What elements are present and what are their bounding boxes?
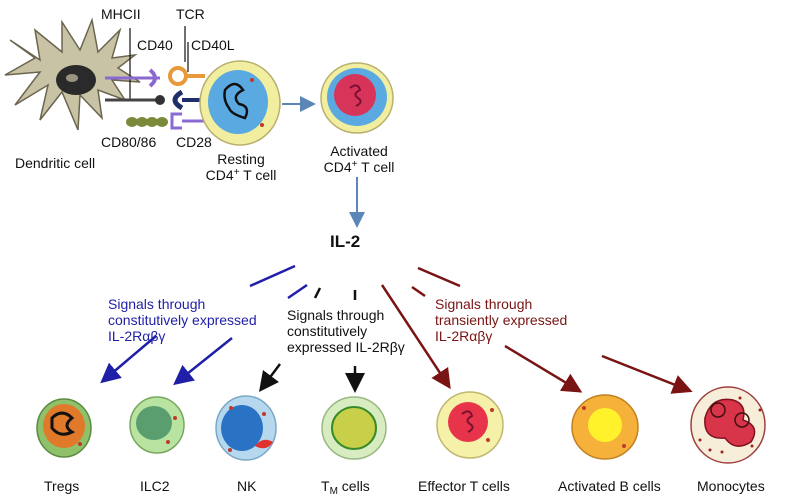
- activated-t-cell-shape: [320, 62, 394, 134]
- blue-signal-text: Signals through constitutively expressed…: [108, 296, 257, 344]
- monocytes-label: Monocytes: [697, 478, 765, 494]
- red-dash-1: [411, 285, 426, 298]
- arrow-to-tregs: [100, 335, 157, 384]
- activated-b-cells-label: Activated B cells: [558, 478, 661, 494]
- ilc2-label: ILC2: [140, 478, 170, 494]
- nk-cell-shape: [215, 395, 277, 461]
- red-dash-2: [417, 266, 461, 288]
- il2-label: IL-2: [330, 232, 361, 251]
- activated-b-cell-shape: [571, 394, 639, 460]
- black-signal-text: Signals through constitutively expressed…: [287, 307, 405, 355]
- red-signal-text: Signals through transiently expressed IL…: [435, 296, 568, 344]
- blue-dash-1: [249, 264, 296, 288]
- black-dash-1: [313, 287, 322, 299]
- cd80-86-label: CD80/86: [101, 134, 157, 150]
- arrow-to-effector: [380, 284, 451, 390]
- cd40l-label: CD40L: [191, 37, 235, 53]
- cd28-label: CD28: [176, 134, 212, 150]
- arrow-to-b-cells: [504, 344, 583, 393]
- resting-t-cell-shape: [199, 60, 281, 146]
- mhcii-label: MHCII: [101, 6, 141, 22]
- ilc2-cell-shape: [129, 396, 185, 454]
- arrow-to-monocytes: [601, 354, 693, 394]
- effector-t-cell-shape: [436, 391, 504, 459]
- dendritic-cell-shape: [4, 17, 141, 131]
- arrow-to-ilc2: [173, 337, 233, 386]
- activated-t-cell-label: Activated CD4+ T cell: [323, 143, 395, 175]
- treg-cell-shape: [36, 398, 92, 458]
- cd40-label: CD40: [137, 37, 173, 53]
- dendritic-cell-label: Dendritic cell: [15, 155, 96, 171]
- nk-label: NK: [237, 478, 257, 494]
- effector-t-cells-label: Effector T cells: [418, 478, 510, 494]
- tm-cell-shape: [321, 396, 387, 460]
- monocyte-cell-shape: [690, 386, 766, 464]
- arrow-to-nk: [259, 363, 281, 392]
- blue-dash-2: [287, 283, 308, 300]
- tregs-label: Tregs: [44, 478, 80, 494]
- tcr-label: TCR: [176, 6, 205, 22]
- resting-t-cell-label: Resting CD4+ T cell: [205, 151, 277, 183]
- tm-cells-label: TM cells: [321, 478, 370, 497]
